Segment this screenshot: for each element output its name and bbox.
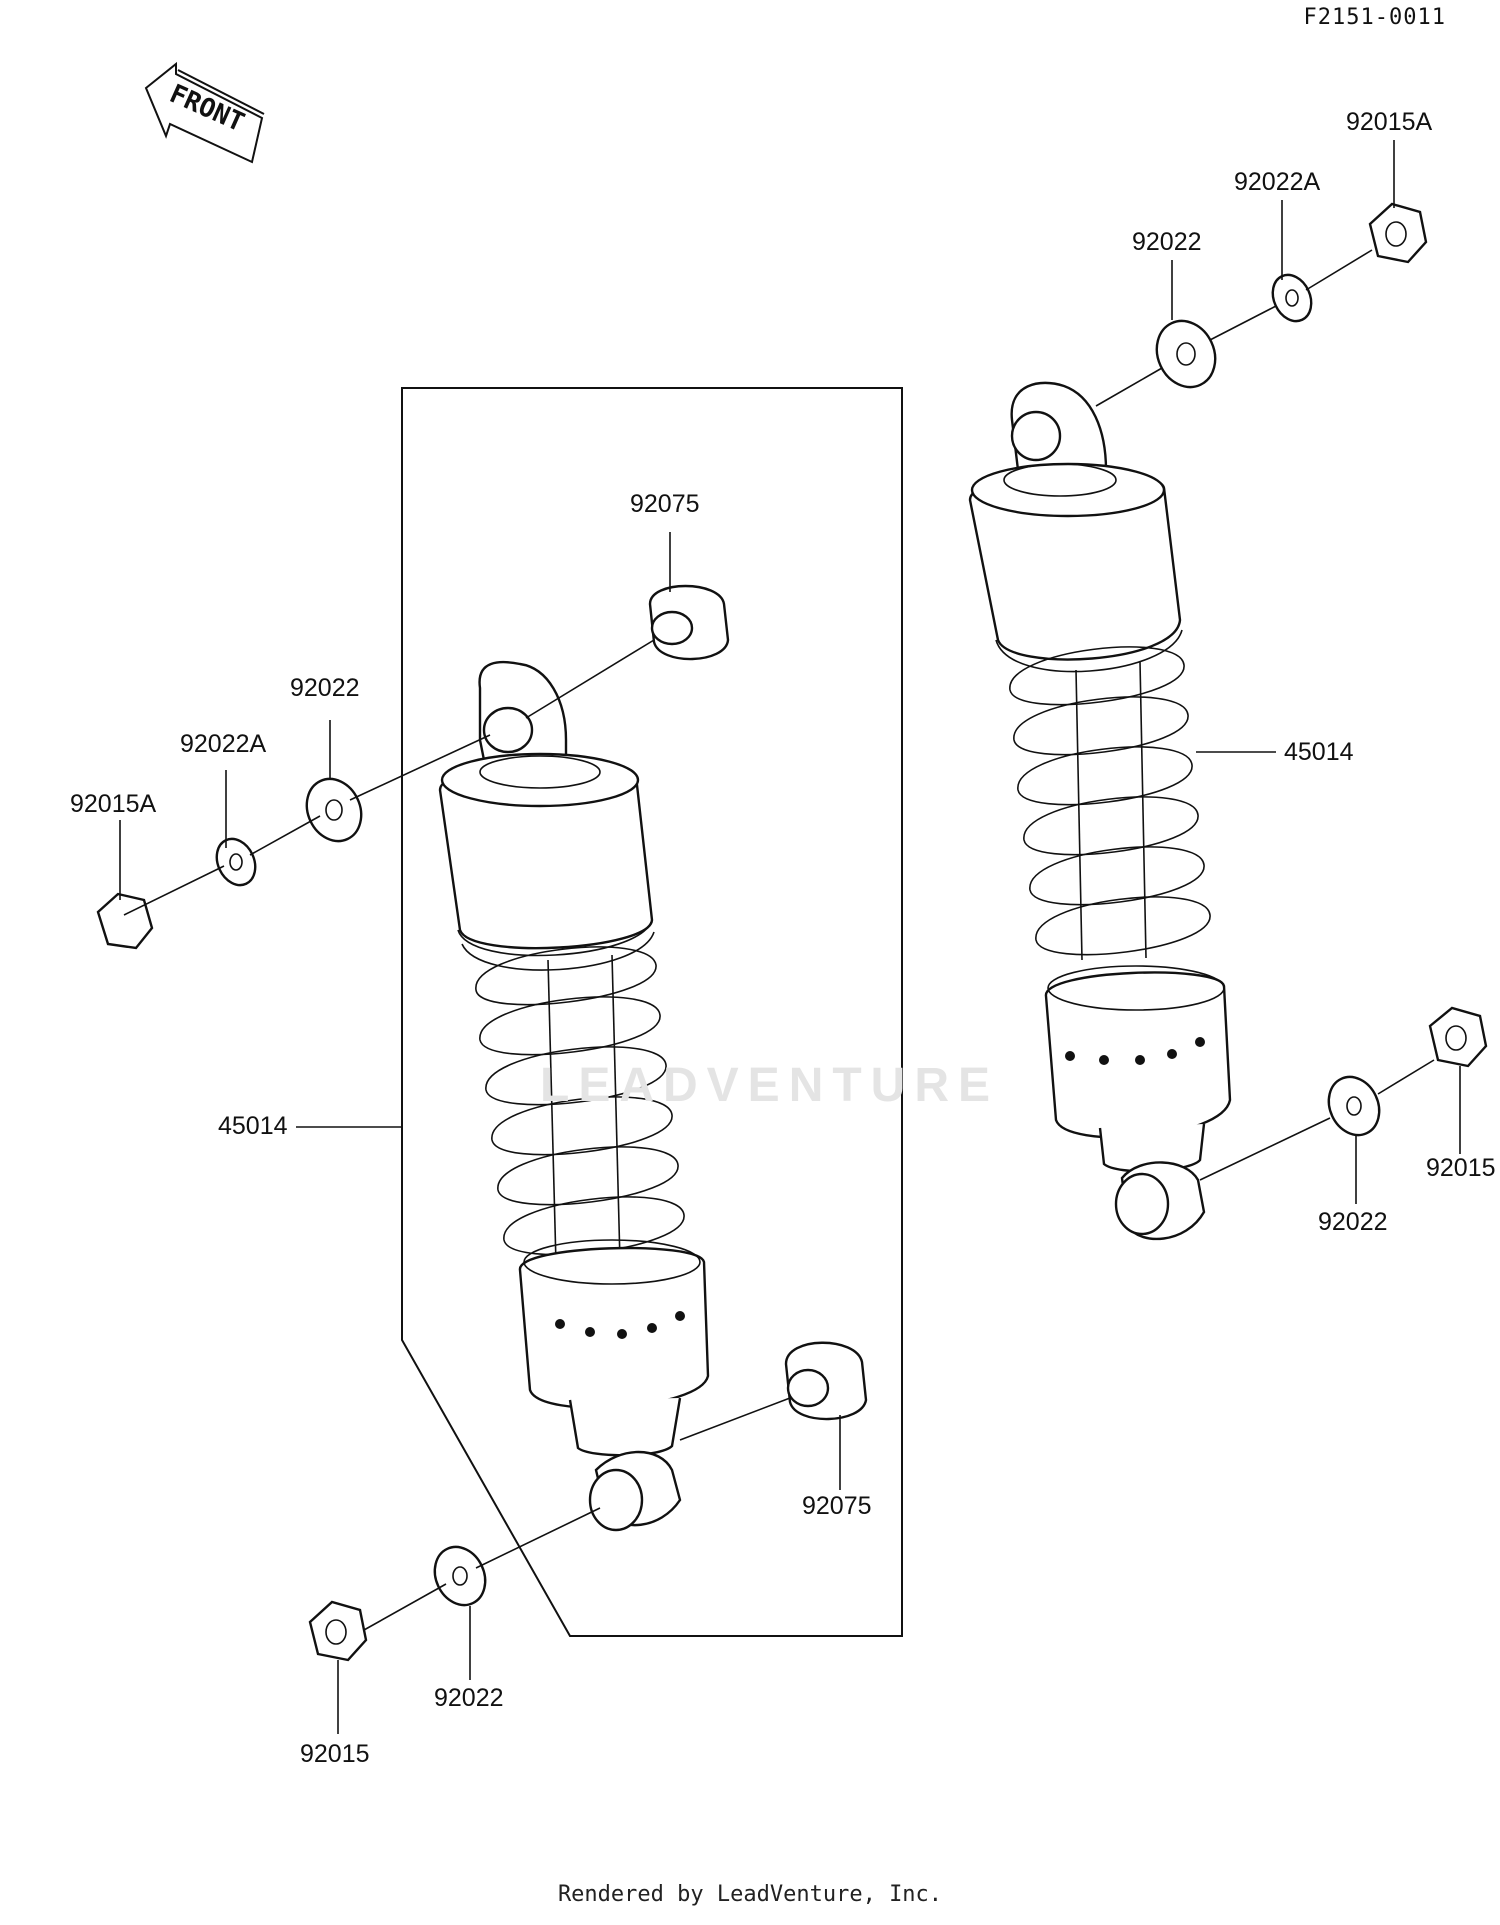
callout-right-92022A: 92022A — [1234, 168, 1321, 196]
nut-92015-right-bottom — [1428, 1006, 1488, 1068]
front-arrow-icon: FRONT — [144, 61, 265, 164]
watermark: LEADVENTURE — [540, 1059, 1000, 1112]
washer-92022-right-top — [1155, 319, 1217, 389]
washer-92022-bottom — [433, 1545, 487, 1607]
left-axis-lines — [123, 639, 791, 1631]
callout-right-92022-bottom: 92022 — [1318, 1208, 1388, 1236]
lockwasher-92022A-left — [215, 837, 257, 887]
lockwasher-92022A-right — [1271, 273, 1313, 323]
callout-right-45014: 45014 — [1284, 738, 1354, 766]
callout-right-92015-bottom: 92015 — [1426, 1154, 1496, 1182]
callout-left-92015-bottom: 92015 — [300, 1740, 370, 1768]
nut-92015A-left — [96, 892, 154, 950]
assembly-bracket — [401, 387, 903, 1637]
washer-92022-right-bottom — [1327, 1075, 1381, 1137]
diagram-id: F2151-0011 — [1303, 5, 1446, 30]
right-shock-absorber — [968, 381, 1232, 1241]
right-hardware — [1155, 202, 1488, 1137]
left-leader-lines — [119, 532, 841, 1734]
callout-left-45014: 45014 — [218, 1112, 288, 1140]
front-label: FRONT — [165, 79, 249, 138]
callout-right-92015A: 92015A — [1346, 108, 1433, 136]
right-axis-lines — [1095, 249, 1435, 1181]
right-leader-lines — [1171, 140, 1461, 1204]
callout-left-92075-bottom: 92075 — [802, 1492, 872, 1520]
footer-credit: Rendered by LeadVenture, Inc. — [557, 1882, 943, 1907]
callout-left-92075-top: 92075 — [630, 490, 700, 518]
callout-left-92022-top: 92022 — [290, 674, 360, 702]
callout-right-92022-top: 92022 — [1132, 228, 1202, 256]
washer-92022-top — [305, 777, 363, 843]
nut-92015-bottom-left — [308, 1600, 368, 1662]
nut-92015A-right — [1368, 202, 1428, 264]
callout-left-92022A: 92022A — [180, 730, 267, 758]
callout-left-92022-bottom: 92022 — [434, 1684, 504, 1712]
callout-left-92015A: 92015A — [70, 790, 157, 818]
left-hardware — [96, 584, 868, 1662]
left-shock-absorber — [438, 660, 710, 1532]
